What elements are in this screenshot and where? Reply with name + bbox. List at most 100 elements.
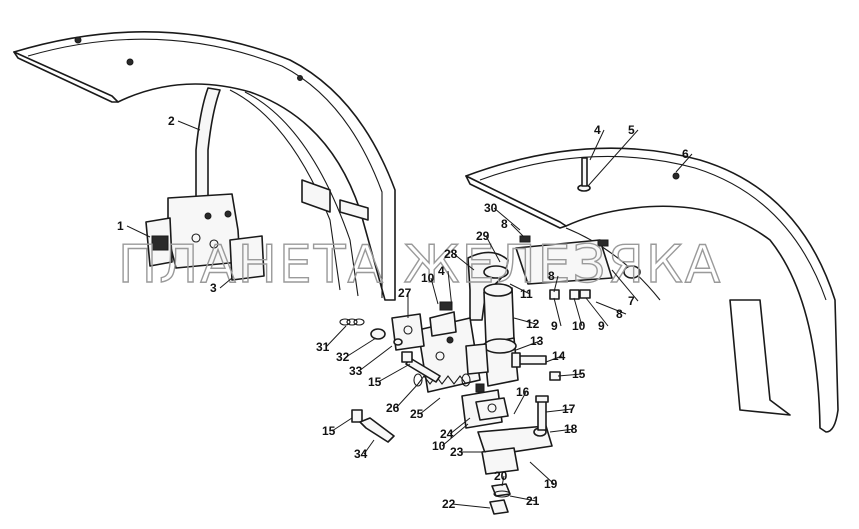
lower-clamp (461, 383, 509, 429)
callout-leader-20 (501, 475, 505, 487)
callout-19: 19 (544, 477, 558, 491)
callout-leader-15 (331, 417, 353, 432)
callout-5: 5 (628, 123, 635, 137)
callout-leader-21 (509, 495, 537, 502)
callout-8: 8 (616, 307, 623, 321)
bolt-14 (511, 352, 547, 368)
callout-25: 25 (410, 407, 424, 421)
callout-leader-8 (510, 223, 525, 238)
callout-9: 9 (551, 319, 558, 333)
callout-8: 8 (548, 269, 555, 283)
nut-15-lower (351, 409, 363, 423)
callout-leader-8 (553, 275, 559, 293)
callout-17: 17 (562, 402, 576, 416)
callout-leader-13 (515, 340, 541, 351)
callout-4: 4 (438, 264, 445, 278)
hook-34 (359, 417, 395, 443)
callout-21: 21 (526, 494, 540, 508)
callout-leader-32 (345, 337, 377, 358)
callout-leader-17 (545, 408, 573, 413)
callout-leader-10 (573, 297, 583, 327)
callout-leader-18 (549, 428, 575, 433)
callout-leader-28 (453, 253, 475, 271)
callout-leader-6 (675, 153, 693, 173)
callout-29: 29 (476, 229, 490, 243)
callout-18: 18 (564, 422, 578, 436)
callout-23: 23 (450, 445, 464, 459)
callout-15: 15 (368, 375, 382, 389)
callout-leader-24 (449, 417, 471, 435)
callout-34: 34 (354, 447, 368, 461)
callout-33: 33 (349, 364, 363, 378)
callout-leader-9 (585, 297, 609, 327)
callout-12: 12 (526, 317, 540, 331)
callout-14: 14 (552, 349, 566, 363)
left-mount-bracket (145, 193, 265, 281)
callout-leader-22 (451, 503, 491, 509)
nut-20 (491, 483, 511, 497)
callout-leader-12 (513, 317, 537, 325)
callout-leader-7 (611, 269, 639, 302)
callout-13: 13 (530, 334, 544, 348)
callout-10: 10 (421, 271, 435, 285)
callout-leader-10 (430, 277, 439, 305)
callout-leader-10 (441, 423, 469, 447)
callout-leader-31 (325, 325, 347, 348)
callout-1: 1 (117, 219, 124, 233)
callout-3: 3 (210, 281, 217, 295)
callout-leader-1 (126, 225, 151, 238)
callout-6: 6 (682, 147, 689, 161)
callout-30: 30 (484, 201, 498, 215)
callout-leader-3 (219, 277, 233, 289)
callout-20: 20 (494, 469, 508, 483)
callout-15: 15 (322, 424, 336, 438)
callout-4: 4 (594, 123, 601, 137)
callout-27: 27 (398, 286, 412, 300)
callout-leader-4 (589, 129, 605, 161)
callout-leader-14 (545, 355, 563, 363)
callout-32: 32 (336, 350, 350, 364)
washer-21 (493, 490, 511, 498)
callout-24: 24 (440, 427, 454, 441)
callout-15: 15 (572, 367, 586, 381)
callout-leader-30 (493, 207, 521, 231)
callout-leader-29 (485, 235, 501, 263)
watermark-text: ПЛАНЕТА ЖЕЛЕЗЯКА (118, 235, 722, 295)
callout-leader-9 (553, 297, 562, 327)
callout-leader-26 (395, 383, 419, 409)
left-stay-tube (195, 87, 221, 201)
center-swivel-assembly (417, 251, 519, 393)
callout-leader-4 (447, 270, 453, 309)
callout-10: 10 (572, 319, 586, 333)
callout-leader-33 (358, 345, 393, 372)
right-fender (465, 147, 839, 433)
callout-10: 10 (432, 439, 446, 453)
callout-leader-5 (587, 129, 639, 187)
lower-plate (477, 395, 553, 475)
left-fender (13, 31, 396, 301)
callout-11: 11 (520, 287, 533, 301)
callout-9: 9 (598, 319, 605, 333)
callout-31: 31 (316, 340, 330, 354)
callout-leader-15 (377, 363, 411, 383)
spring-25 (413, 373, 471, 387)
callout-leader-34 (363, 439, 375, 455)
callout-leader-19 (529, 461, 555, 485)
callout-leader-11 (509, 283, 531, 295)
callout-leader-25 (419, 397, 441, 415)
callout-7: 7 (628, 294, 635, 308)
bolt-26 (401, 351, 441, 383)
callout-leader-16 (513, 391, 527, 415)
nut-22 (489, 499, 509, 515)
callout-8: 8 (501, 217, 508, 231)
callout-22: 22 (442, 497, 456, 511)
callout-26: 26 (386, 401, 400, 415)
callout-leader-2 (177, 120, 201, 131)
callout-leader-8 (595, 301, 627, 315)
hardware-7-8-9 (519, 235, 609, 300)
callout-2: 2 (168, 114, 175, 128)
callout-16: 16 (516, 385, 530, 399)
